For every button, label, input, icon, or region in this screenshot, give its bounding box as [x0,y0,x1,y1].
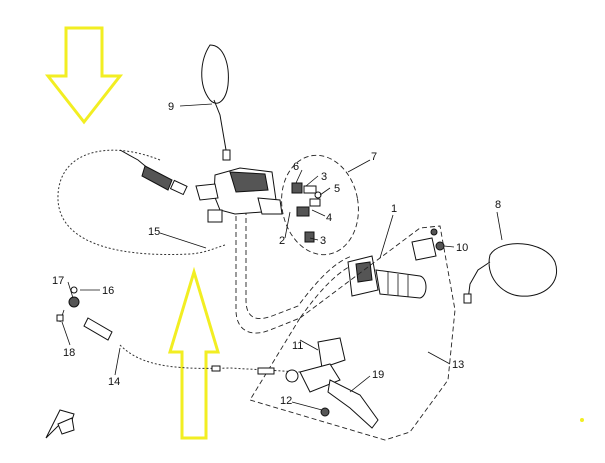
switch-hardware [291,182,322,243]
brake-master-cylinder [195,167,283,223]
switch-bracket [411,228,445,261]
lever-group-box [249,225,456,441]
callout-7: 7 [371,151,377,163]
callout-9: 9 [168,101,174,113]
highlight-arrow-down [44,26,124,125]
callout-16: 16 [102,285,114,297]
highlight-arrow-up [167,266,221,440]
callout-14: 14 [108,376,120,388]
callout-18: 18 [63,347,75,359]
callout-13: 13 [452,359,464,371]
throttle-cable-loop [57,149,226,256]
callout-12: 12 [280,395,292,407]
callout-11: 11 [292,340,303,352]
callout-1: 1 [391,203,397,215]
right-switch-throttle [347,255,427,299]
cable-adjuster [119,149,188,196]
callout-17: 17 [52,275,64,287]
handlebar-outline-inner [245,210,353,320]
leader-lines [61,103,503,411]
callout-3a: 3 [321,171,327,183]
brake-lever [211,337,379,429]
cable-end-hardware [56,286,113,341]
callout-4: 4 [326,212,332,224]
callout-15: 15 [148,226,160,238]
handlebar-outline [235,208,361,334]
callout-2: 2 [279,235,285,247]
callout-10: 10 [456,242,468,254]
front-direction-arrow-icon [45,409,75,439]
yellow-dot [580,418,584,422]
callout-5: 5 [334,183,340,195]
detail-circle-7 [281,154,359,256]
callout-8: 8 [495,199,501,211]
right-mirror [463,243,557,304]
callout-19: 19 [372,369,384,381]
callout-3b: 3 [320,235,326,247]
callout-6: 6 [293,161,299,173]
left-mirror [201,44,231,161]
